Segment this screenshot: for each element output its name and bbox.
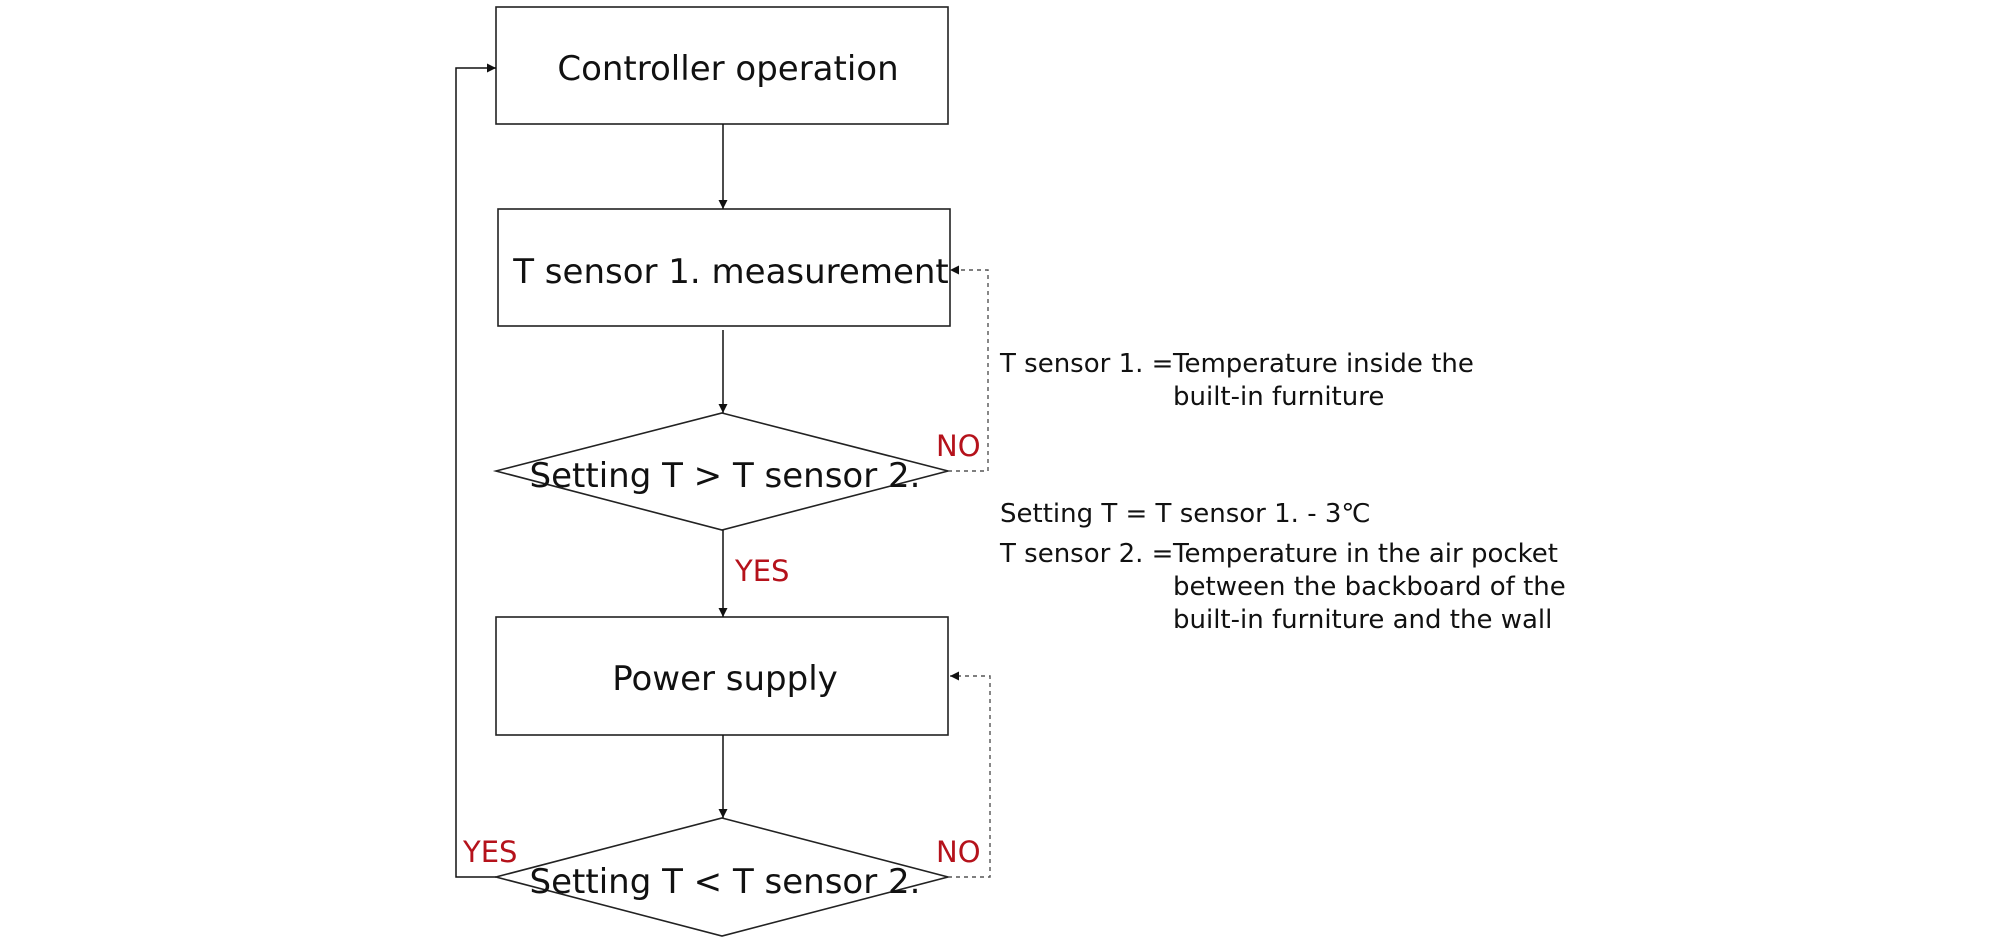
decision-setting-less: Setting T < T sensor 2. bbox=[492, 817, 952, 937]
legend-term: Setting T = T sensor 1. - 3℃ bbox=[1000, 499, 1371, 529]
decision-setting-less-label: Setting T < T sensor 2. bbox=[530, 862, 921, 902]
legend-definition-line: between the backboard of the bbox=[1173, 572, 1566, 602]
arrow-yes-loop-to-controller bbox=[455, 63, 496, 878]
legend-definition-line: built-in furniture bbox=[1173, 382, 1385, 412]
legend-term: T sensor 1. = bbox=[1000, 349, 1174, 379]
node-power-supply: Power supply bbox=[495, 616, 949, 736]
legend-term: T sensor 2. = bbox=[1000, 539, 1174, 569]
edge-label-yes-middle: YES bbox=[734, 554, 789, 588]
node-controller-operation-label: Controller operation bbox=[557, 49, 898, 89]
legend-t-sensor-2: T sensor 2. = Temperature in the air poc… bbox=[1000, 538, 1700, 640]
decision-setting-greater: Setting T > T sensor 2. bbox=[492, 412, 952, 531]
legend-definition: Temperature in the air pocket between th… bbox=[1173, 538, 1566, 637]
legend-definition-line: Temperature in the air pocket bbox=[1173, 539, 1558, 569]
node-t-sensor-measurement-label: T sensor 1. measurement bbox=[512, 252, 949, 292]
decision-setting-greater-label: Setting T > T sensor 2. bbox=[530, 456, 921, 496]
edge-label-yes-bottom: YES bbox=[462, 835, 517, 869]
legend-definition-line: built-in furniture and the wall bbox=[1173, 605, 1553, 635]
legend-t-sensor-1: T sensor 1. = Temperature inside the bui… bbox=[1000, 348, 1600, 418]
legend-definition-line: Temperature inside the bbox=[1173, 349, 1474, 379]
node-t-sensor-measurement: T sensor 1. measurement bbox=[497, 208, 951, 327]
legend-setting-t: Setting T = T sensor 1. - 3℃ bbox=[1000, 498, 1600, 534]
node-power-supply-label: Power supply bbox=[612, 659, 838, 699]
edge-label-no-top: NO bbox=[936, 429, 981, 463]
arrow-no-loop-to-measurement bbox=[948, 265, 989, 472]
edge-label-no-bottom: NO bbox=[936, 835, 981, 869]
node-controller-operation: Controller operation bbox=[495, 6, 949, 125]
legend-definition: Temperature inside the built-in furnitur… bbox=[1173, 348, 1474, 414]
